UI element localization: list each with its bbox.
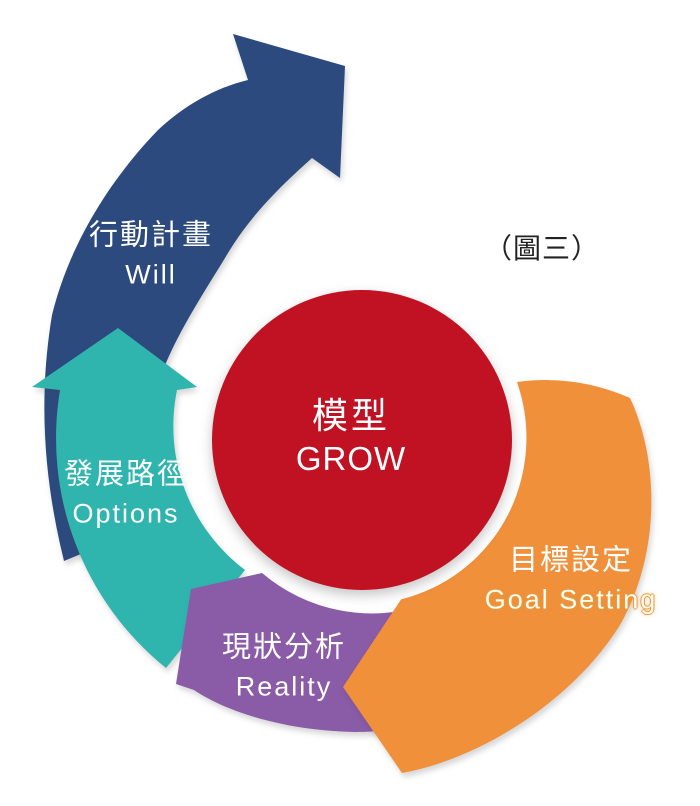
label-will: 行動計畫 Will — [89, 218, 213, 291]
center-circle — [212, 290, 512, 590]
arrow-goal — [343, 380, 652, 773]
label-goal-en: Goal Setting — [484, 584, 658, 615]
arrow-options — [32, 328, 245, 668]
center-title-en: GROW — [295, 440, 407, 478]
label-reality-zh: 現狀分析 — [221, 631, 347, 664]
label-reality: 現狀分析 Reality — [222, 630, 346, 703]
figure-caption: （圖三） — [483, 233, 601, 264]
label-will-en: Will — [125, 259, 177, 290]
label-options: 發展路徑 Options — [64, 457, 188, 530]
label-goal-zh: 目標設定 — [508, 544, 633, 577]
label-reality-en: Reality — [235, 671, 333, 702]
label-center: 模型 GROW — [296, 395, 406, 479]
label-options-en: Options — [72, 498, 180, 529]
label-options-zh: 發展路徑 — [63, 458, 189, 491]
label-will-zh: 行動計畫 — [88, 219, 214, 252]
center-title-zh: 模型 — [311, 394, 391, 436]
label-goal: 目標設定 Goal Setting — [485, 543, 658, 616]
